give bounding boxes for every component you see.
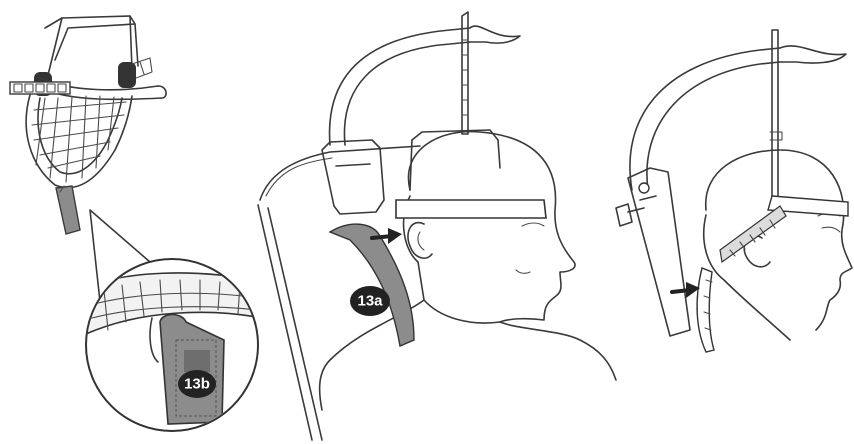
step-13a-label: 13a	[357, 293, 383, 310]
side-view-illustration	[616, 30, 852, 352]
step-13b-badge: 13b	[178, 370, 216, 398]
arrow-right-icon	[672, 282, 700, 298]
zoom-callout: 13b	[80, 259, 262, 431]
harness-illustration	[10, 16, 166, 234]
seat-head-illustration: 13a	[258, 12, 616, 440]
step-13b-label: 13b	[184, 376, 210, 393]
step-13a-badge: 13a	[350, 286, 390, 316]
